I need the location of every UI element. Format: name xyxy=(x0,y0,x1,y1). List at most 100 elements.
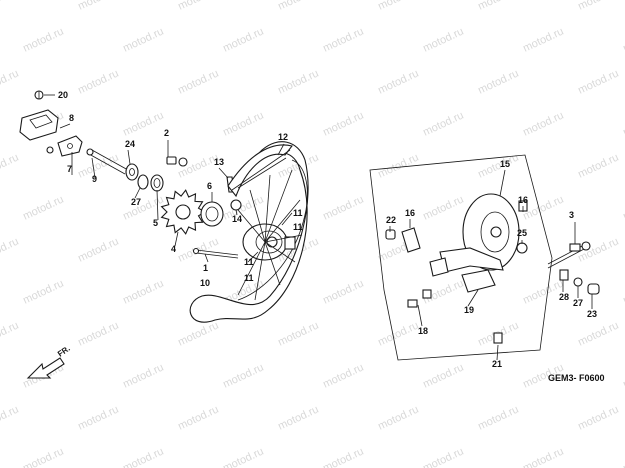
callout-label: 9 xyxy=(92,174,97,184)
watermark-text: motod.ru xyxy=(376,319,420,348)
watermark-text: motod.ru xyxy=(576,319,620,348)
callout-label: 1 xyxy=(203,263,208,273)
callout-label: 27 xyxy=(573,298,583,308)
nut-part xyxy=(385,229,396,240)
watermark-text: motod.ru xyxy=(476,67,520,96)
callout-label: 23 xyxy=(587,309,597,319)
cam-lever-part xyxy=(401,227,421,253)
front-direction-arrow: FR. xyxy=(26,344,72,379)
direction-label: FR. xyxy=(56,344,72,359)
watermark-text: motod.ru xyxy=(621,277,625,306)
watermark-text: motod.ru xyxy=(221,361,265,390)
ring-part xyxy=(573,277,583,287)
callout-label: 3 xyxy=(569,210,574,220)
watermark-text: motod.ru xyxy=(0,319,21,348)
watermark-text: motod.ru xyxy=(321,109,365,138)
watermark-text: motod.ru xyxy=(0,67,21,96)
watermark-text: motod.ru xyxy=(376,0,420,13)
watermark-text: motod.ru xyxy=(121,361,165,390)
watermark-text: motod.ru xyxy=(121,193,165,222)
watermark-text: motod.ru xyxy=(0,0,21,13)
watermark-text: motod.ru xyxy=(276,67,320,96)
bearing-part xyxy=(230,199,242,211)
panel-bolt-part xyxy=(407,289,432,308)
watermark-text: motod.ru xyxy=(21,277,65,306)
callout-label: 11 xyxy=(244,257,254,267)
callout-label: 22 xyxy=(386,215,396,225)
callout-label: 5 xyxy=(153,218,158,228)
watermark-text: motod.ru xyxy=(0,403,21,432)
watermark-text: motod.ru xyxy=(421,361,465,390)
seal-part xyxy=(200,201,224,227)
adjuster-part xyxy=(547,241,591,269)
watermark-text: motod.ru xyxy=(476,0,520,13)
leader-lines xyxy=(44,94,593,361)
callout-label: 18 xyxy=(418,326,428,336)
watermark-text: motod.ru xyxy=(176,319,220,348)
sprocket-part xyxy=(160,189,207,235)
watermark-text: motod.ru xyxy=(0,235,21,264)
watermark-text: motod.ru xyxy=(321,445,365,468)
callout-label: 2 xyxy=(164,128,169,138)
watermark-text: motod.ru xyxy=(21,445,65,468)
pin-part xyxy=(559,269,569,281)
watermark-text: motod.ru xyxy=(176,67,220,96)
screw-part xyxy=(34,90,44,100)
watermark-text: motod.ru xyxy=(576,403,620,432)
brake-shoe-part xyxy=(461,269,496,293)
clamp-housing-part xyxy=(19,109,59,154)
callout-label: 28 xyxy=(559,292,569,302)
watermark-text: motod.ru xyxy=(221,25,265,54)
watermark-text: motod.ru xyxy=(621,193,625,222)
watermark-text: motod.ru xyxy=(376,67,420,96)
plate-part xyxy=(57,135,83,157)
watermark-text: motod.ru xyxy=(121,277,165,306)
callout-labels: 20 8 7 9 24 27 5 2 4 1 10 6 13 14 11 11 … xyxy=(58,90,597,369)
watermark-text: motod.ru xyxy=(276,0,320,13)
spoke-part xyxy=(192,247,239,259)
circlip-part xyxy=(150,174,164,192)
watermark-text: motod.ru xyxy=(421,109,465,138)
callout-label: 11 xyxy=(244,273,254,283)
callout-label: 24 xyxy=(125,139,135,149)
callout-label: 7 xyxy=(67,164,72,174)
watermark-text: motod.ru xyxy=(0,151,21,180)
callout-label: 8 xyxy=(69,113,74,123)
watermark-text: motod.ru xyxy=(621,109,625,138)
watermark-text: motod.ru xyxy=(321,25,365,54)
watermark-text: motod.ru xyxy=(76,403,120,432)
callout-label: 6 xyxy=(207,181,212,191)
callout-label: 19 xyxy=(464,305,474,315)
callout-label: 21 xyxy=(492,359,502,369)
watermark-text: motod.ru xyxy=(221,193,265,222)
callout-label: 4 xyxy=(171,244,176,254)
watermark-text: motod.ru xyxy=(121,445,165,468)
watermark-text: motod.ru xyxy=(121,25,165,54)
callout-label: 10 xyxy=(200,278,210,288)
watermark-text: motod.ru xyxy=(221,445,265,468)
watermark-text: motod.ru xyxy=(76,67,120,96)
callout-label: 11 xyxy=(293,222,303,232)
callout-label: 20 xyxy=(58,90,68,100)
watermark-text: motod.ru xyxy=(521,445,565,468)
callout-label: 12 xyxy=(278,132,288,142)
watermark-text: motod.ru xyxy=(321,361,365,390)
watermark-text: motod.ru xyxy=(521,25,565,54)
watermark-text: motod.ru xyxy=(621,25,625,54)
watermark-text: motod.ru xyxy=(176,0,220,13)
screw-part xyxy=(493,332,503,344)
wheel-assembly xyxy=(189,141,309,323)
watermark-text: motod.ru xyxy=(576,235,620,264)
watermark-text: motod.ru xyxy=(576,0,620,13)
watermark-text: motod.ru xyxy=(76,319,120,348)
washer-part xyxy=(516,242,528,254)
collar-part xyxy=(125,163,139,181)
watermark-text: motod.ru xyxy=(221,109,265,138)
nut-part xyxy=(587,283,600,295)
watermark-text: motod.ru xyxy=(321,193,365,222)
axle-part xyxy=(86,148,129,175)
watermark-text: motod.ru xyxy=(576,151,620,180)
watermark-text: motod.ru xyxy=(76,235,120,264)
callout-label: 14 xyxy=(232,214,242,224)
